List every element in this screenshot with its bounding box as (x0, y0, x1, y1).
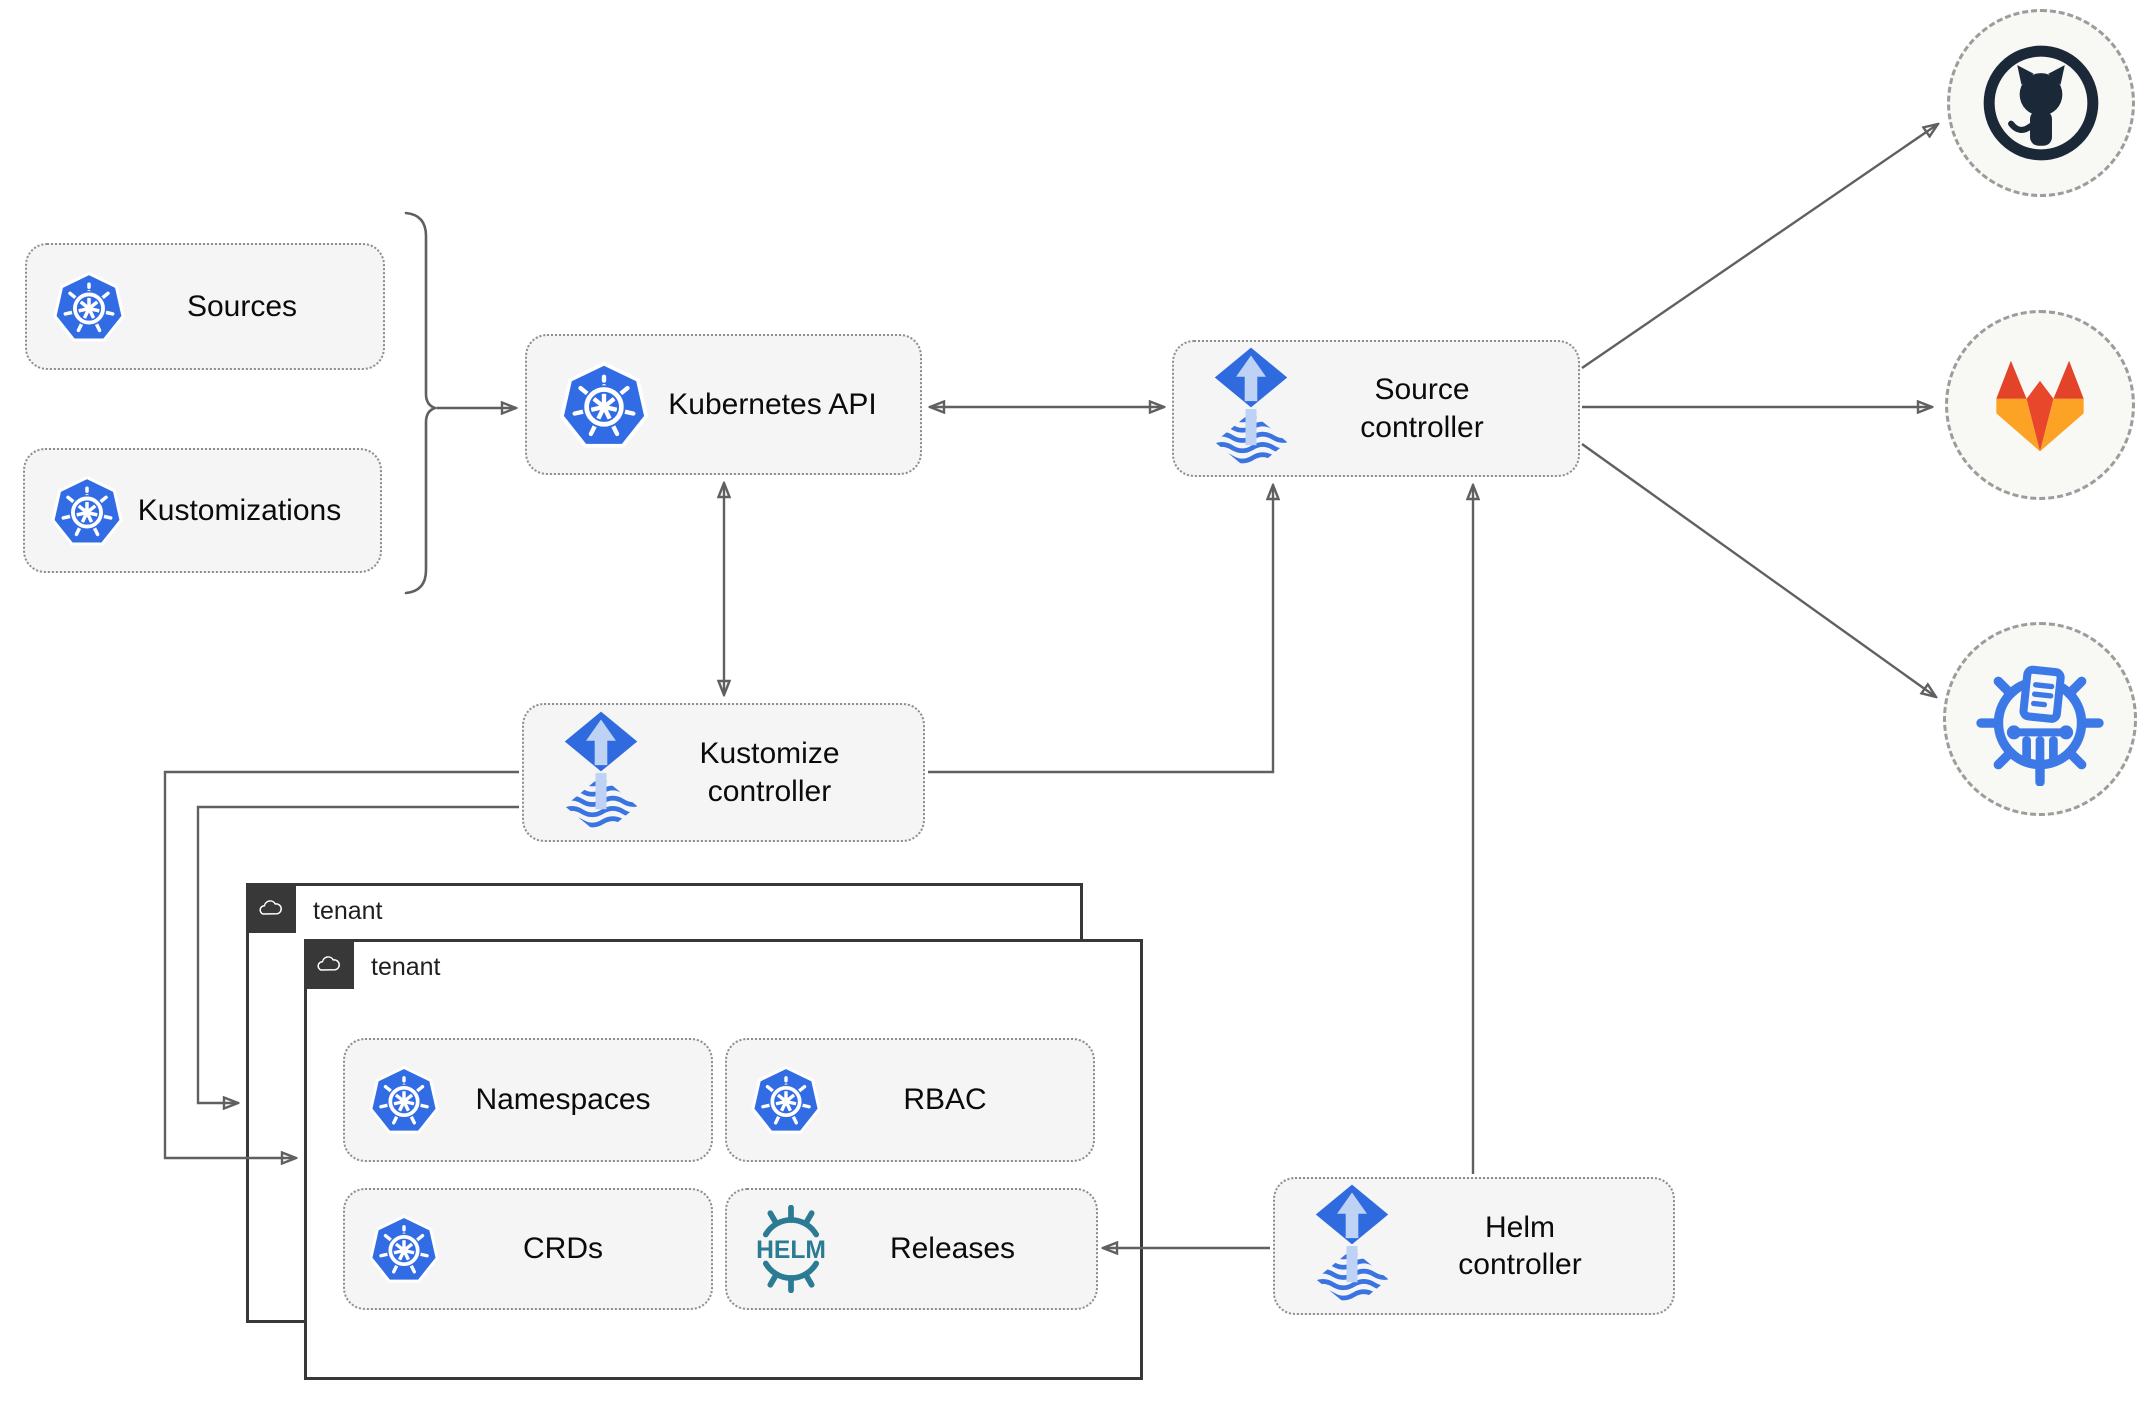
tenant-box-front: tenant Namespaces RBAC CRDs (304, 939, 1143, 1380)
node-kustomizations: Kustomizations (23, 448, 382, 573)
node-label: Sources (186, 289, 298, 323)
flux-icon (560, 710, 642, 836)
kubernetes-icon (51, 269, 127, 345)
edge-source-controller-to-github (1581, 124, 1938, 369)
edge-source-controller-to-helm-repository (1581, 443, 1936, 697)
node-rbac: RBAC (725, 1038, 1095, 1162)
kubernetes-icon (49, 473, 125, 549)
tenant-label: tenant (371, 953, 441, 981)
node-label: Kustomize controller (642, 735, 923, 810)
node-label: CRDs (523, 1232, 603, 1266)
endpoint-helm-repository (1943, 622, 2137, 816)
node-label-text: Helm controller (1458, 1210, 1582, 1282)
endpoint-gitlab (1945, 310, 2135, 500)
node-label: Kubernetes API (668, 387, 877, 421)
node-label: RBAC (903, 1083, 987, 1117)
node-label: Kustomizations (137, 493, 342, 527)
helm-icon: HELM (756, 1205, 826, 1293)
node-source-controller: Source controller (1172, 340, 1580, 477)
kubernetes-icon (367, 1063, 441, 1137)
node-label: Source controller (1292, 371, 1578, 446)
node-label: Helm controller (1393, 1209, 1673, 1284)
node-sources: Sources (25, 243, 385, 370)
flux-icon (1311, 1183, 1393, 1309)
gitlab-icon (1984, 354, 2096, 457)
edge-kustomize-controller-to-source-controller (928, 485, 1273, 774)
node-label-text: Source controller (1360, 373, 1484, 444)
node-releases: HELM Releases (725, 1188, 1098, 1310)
node-helm-controller: Helm controller (1273, 1177, 1675, 1315)
node-kustomize-controller: Kustomize controller (522, 703, 925, 842)
flux-icon (1210, 346, 1292, 472)
tenant-label: tenant (313, 897, 383, 925)
node-label: Releases (889, 1232, 1016, 1266)
edge-brace (404, 211, 440, 595)
node-label-text: Kustomize controller (699, 737, 840, 808)
tenant-tab (246, 883, 296, 933)
node-kubernetes-api: Kubernetes API (525, 334, 922, 475)
github-icon (1980, 42, 2102, 164)
node-label: Namespaces (475, 1083, 651, 1117)
kubernetes-icon (749, 1063, 823, 1137)
node-namespaces: Namespaces (343, 1038, 713, 1162)
cloud-icon (313, 951, 345, 977)
kubernetes-icon (557, 358, 651, 452)
kubernetes-icon (367, 1212, 441, 1286)
endpoint-github (1947, 9, 2135, 197)
cloud-icon (255, 895, 287, 921)
tenant-tab (304, 939, 354, 989)
node-crds: CRDs (343, 1188, 713, 1310)
helm-repository-icon (1973, 652, 2107, 786)
helm-icon-text: HELM (756, 1237, 826, 1264)
